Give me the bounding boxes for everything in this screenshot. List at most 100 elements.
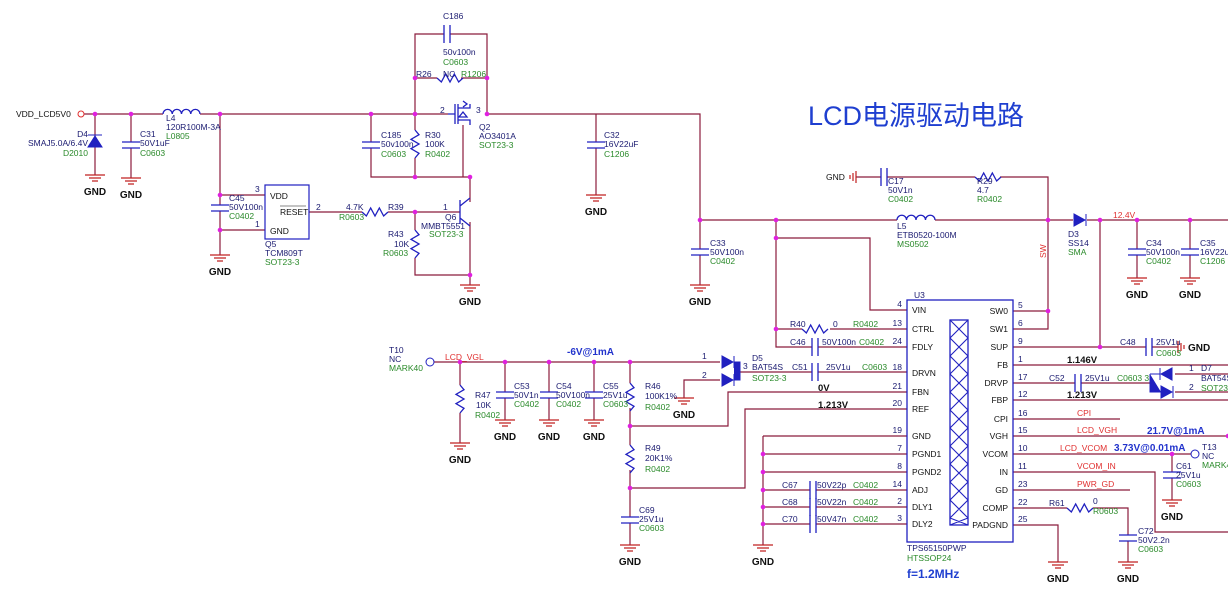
component-label: R43	[388, 229, 404, 239]
component-label: C45	[229, 193, 245, 203]
component-label: R47	[475, 390, 491, 400]
c70-labels: C70 50V47n C0402	[782, 514, 878, 524]
component-label: TCM809T	[265, 248, 303, 258]
component-label: R0402	[977, 194, 1002, 204]
wire	[683, 379, 720, 398]
component-label: D2010	[63, 148, 88, 158]
net-vdd-lcd5v0: VDD_LCD5V0	[16, 109, 71, 119]
resistor-icon	[361, 206, 389, 218]
junction-dot	[412, 174, 418, 180]
junction-dot	[467, 272, 473, 278]
capacitor-icon	[443, 25, 451, 43]
capacitor-icon	[496, 391, 514, 399]
component-label: R46	[645, 381, 661, 391]
component-label: R0402	[425, 149, 450, 159]
annotation-vgl: -6V@1mA	[567, 347, 614, 358]
component-label: C0402	[888, 194, 913, 204]
net-cpi: CPI	[1077, 408, 1091, 418]
component-label: 25V1u	[1085, 373, 1110, 383]
component-label: 2	[316, 202, 321, 212]
net-pwr-gd: PWR_GD	[1077, 479, 1114, 489]
u3-pin-padgnd: PADGND	[972, 520, 1008, 530]
component-label: R1206	[461, 69, 486, 79]
u3-pin-drvn: DRVN	[912, 368, 936, 378]
u3-thermal-pad	[949, 319, 969, 526]
component-label: R0402	[645, 464, 670, 474]
u3-pin-gd: GD	[995, 485, 1008, 495]
component-label: GND	[1188, 343, 1210, 354]
component-label: 25V1u	[603, 390, 628, 400]
component-label: 100K	[425, 139, 445, 149]
net-vcom-in: VCOM_IN	[1077, 461, 1116, 471]
component-label: D3	[1068, 229, 1079, 239]
ground-icon	[1118, 561, 1138, 569]
r61-labels: R61 0 R0603	[1049, 496, 1118, 516]
u3-pin-ctrl: CTRL	[912, 324, 934, 334]
r30-labels: R30 100K R0402	[425, 130, 450, 159]
component-label: 100K1%	[645, 391, 678, 401]
u3-ref: U3	[914, 290, 925, 300]
component-label: C0603	[140, 148, 165, 158]
d5-labels: 1 2 3 D5 BAT54S SOT23-3	[702, 351, 787, 383]
ground-icon	[539, 419, 559, 427]
d3-labels: D3 SS14 SMA	[1068, 229, 1089, 257]
component-label: C0603	[639, 523, 664, 533]
component-label: 50V100n	[1146, 247, 1180, 257]
component-label: C48	[1120, 337, 1136, 347]
r46-labels: R46 100K1% R0402	[645, 381, 678, 412]
ground-label: GND	[538, 432, 560, 443]
ground-icon	[460, 284, 480, 292]
component-label: C0603	[1176, 479, 1201, 489]
junction-dot	[627, 359, 633, 365]
component-label: D7	[1201, 363, 1212, 373]
component-label: GND	[826, 172, 845, 182]
u3-pins: 4VIN13CTRL24FDLY18DRVN21FBN20REF19GND7PG…	[893, 299, 1028, 530]
component-label: Q6	[445, 212, 457, 222]
r43-labels: R43 10K R0603	[383, 229, 409, 258]
component-label: C32	[604, 130, 620, 140]
t10-labels: T10 NC MARK40	[389, 345, 435, 373]
component-label: 50V1n	[888, 185, 913, 195]
d7-labels: 1 D7 BAT54S 2 SOT23-3	[1189, 363, 1228, 393]
junction-dot	[1097, 344, 1103, 350]
u3-pin-number: 18	[893, 362, 903, 372]
u3-pin-number: 21	[893, 381, 903, 391]
q2-labels: 2 3 Q2 AO3401A SOT23-3	[440, 105, 516, 150]
component-label: R0402	[645, 402, 670, 412]
net-lcd-vgl: LCD_VGL	[445, 352, 484, 362]
u3-pin-ref: REF	[912, 404, 929, 414]
component-label: C69	[639, 505, 655, 515]
component-label: 1	[1189, 363, 1194, 373]
junction-dot	[502, 359, 508, 365]
component-label: R0603	[339, 212, 364, 222]
ground-label: GND	[1126, 290, 1148, 301]
component-label: 1	[443, 202, 448, 212]
component-label: C0402	[514, 399, 539, 409]
component-label: R29	[977, 176, 993, 186]
junction-dot	[92, 111, 98, 117]
diode-icon	[1073, 213, 1087, 227]
junction-dot	[368, 111, 374, 117]
component-label: C67	[782, 480, 798, 490]
u3-pin-number: 22	[1018, 497, 1028, 507]
ground-icon	[1180, 277, 1200, 285]
component-label: BAT54S	[752, 362, 783, 372]
u3-pin-drvp: DRVP	[985, 378, 1009, 388]
component-label: 16V22u	[1200, 247, 1228, 257]
capacitor-icon	[809, 498, 817, 516]
u3-pin-dly1: DLY1	[912, 502, 933, 512]
component-label: SOT23-3	[265, 257, 300, 267]
capacitor-icon	[809, 515, 817, 533]
ground-label: GND	[673, 410, 695, 421]
component-label: C0603 3	[1117, 373, 1149, 383]
u3-pin-number: 1	[1018, 354, 1023, 364]
ground-label: GND	[209, 267, 231, 278]
component-label: SMAJ5.0A/6.4V	[28, 138, 88, 148]
junction-dot	[412, 209, 418, 215]
component-label: C33	[710, 238, 726, 248]
junction-dot	[773, 217, 779, 223]
component-label: D4	[77, 129, 88, 139]
c68-labels: C68 50V22n C0402	[782, 497, 878, 507]
u3-pin-gnd: GND	[912, 431, 931, 441]
